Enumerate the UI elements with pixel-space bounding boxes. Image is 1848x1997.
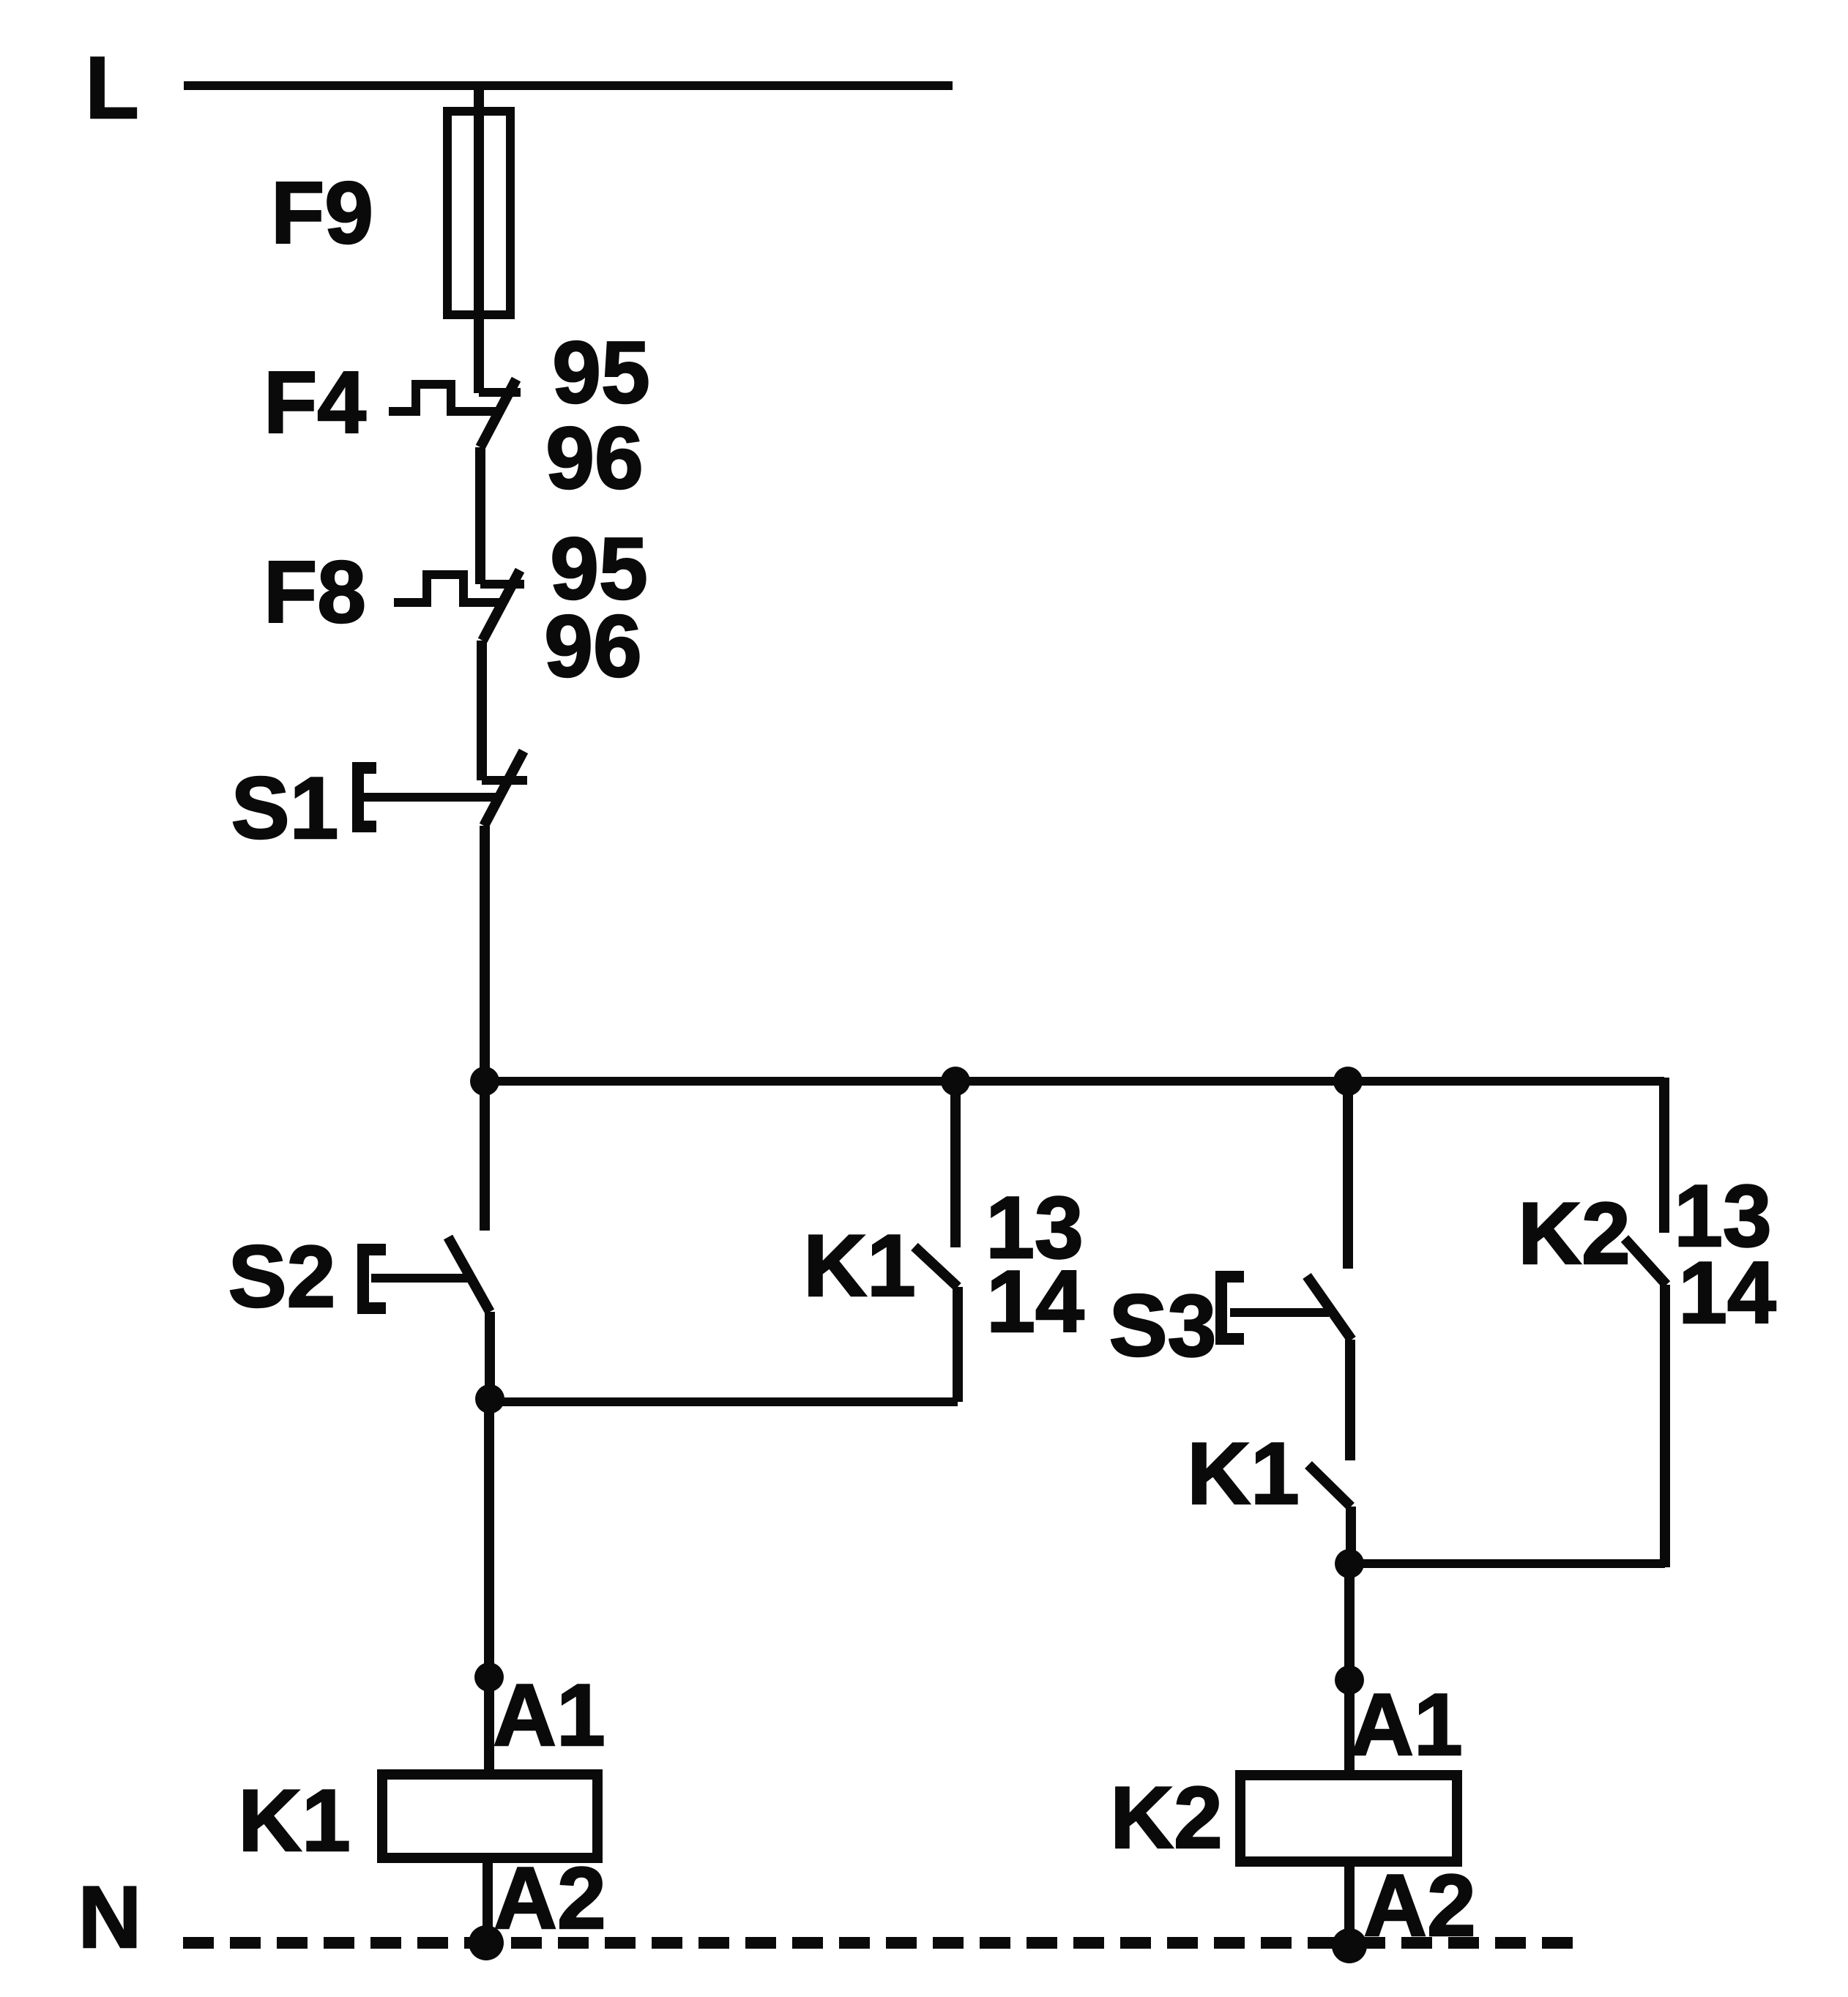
svg-text:A2: A2 bbox=[1363, 1856, 1475, 1955]
svg-text:A2: A2 bbox=[493, 1849, 606, 1947]
svg-text:K1: K1 bbox=[1187, 1425, 1299, 1523]
svg-text:96: 96 bbox=[544, 597, 641, 695]
svg-text:F9: F9 bbox=[271, 164, 373, 262]
svg-text:95: 95 bbox=[550, 520, 647, 618]
svg-text:K2: K2 bbox=[1110, 1769, 1222, 1867]
svg-text:A1: A1 bbox=[1350, 1676, 1462, 1774]
svg-text:96: 96 bbox=[545, 409, 643, 507]
svg-text:14: 14 bbox=[1678, 1244, 1776, 1342]
svg-text:A1: A1 bbox=[493, 1666, 605, 1764]
svg-text:K1: K1 bbox=[238, 1772, 350, 1870]
svg-text:S1: S1 bbox=[231, 759, 339, 857]
svg-text:K1: K1 bbox=[803, 1217, 915, 1315]
svg-text:13: 13 bbox=[986, 1179, 1083, 1277]
svg-text:L: L bbox=[85, 39, 138, 137]
svg-text:14: 14 bbox=[986, 1253, 1084, 1351]
svg-text:F4: F4 bbox=[264, 354, 366, 452]
svg-text:95: 95 bbox=[552, 324, 649, 422]
svg-text:13: 13 bbox=[1674, 1167, 1771, 1265]
svg-text:N: N bbox=[78, 1868, 142, 1966]
svg-text:S3: S3 bbox=[1109, 1277, 1217, 1375]
svg-text:K2: K2 bbox=[1518, 1184, 1630, 1283]
svg-text:S2: S2 bbox=[228, 1228, 336, 1326]
svg-text:F8: F8 bbox=[264, 543, 366, 641]
